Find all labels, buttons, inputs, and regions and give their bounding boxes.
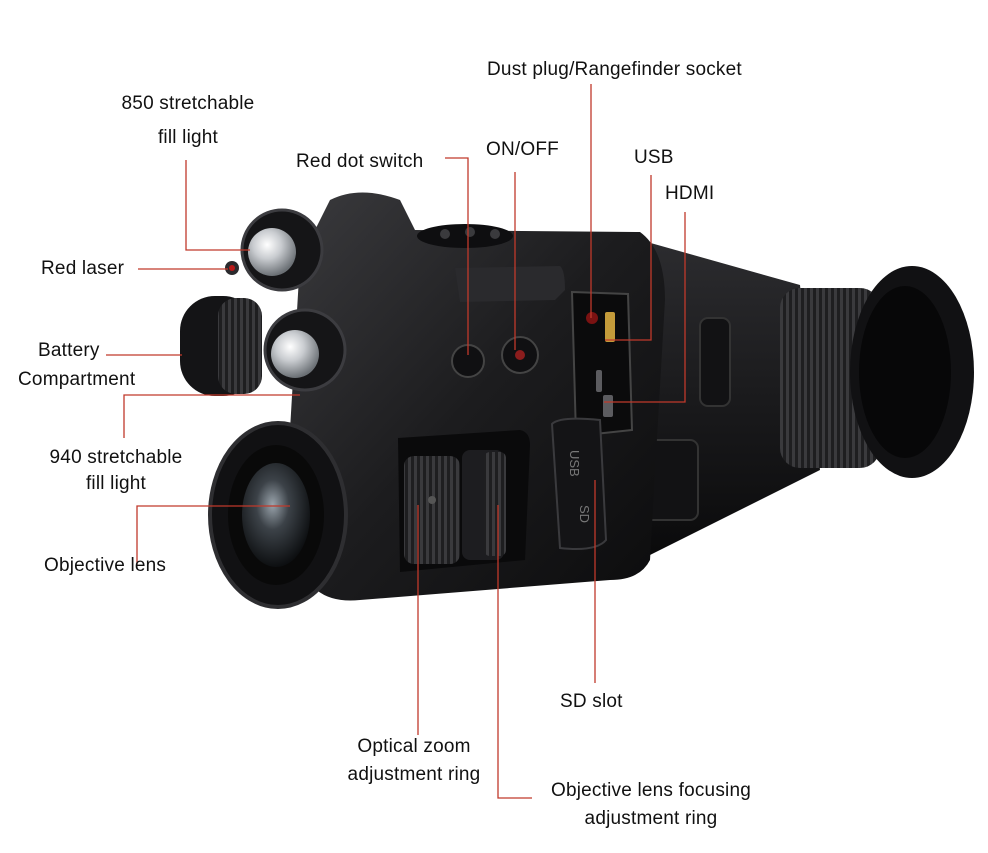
label-on-off: ON/OFF (486, 139, 559, 160)
label-red-dot-switch: Red dot switch (296, 151, 424, 172)
label-objective-lens: Objective lens (44, 555, 167, 576)
flap-sd-text: SD (577, 505, 592, 523)
label-850-fill-light: 850 stretchable fill light (110, 92, 266, 150)
label-hdmi: HDMI (665, 183, 715, 204)
leader-lines (106, 84, 686, 799)
label-usb: USB (634, 147, 674, 168)
label-optical-zoom-line2: adjustment ring (347, 764, 481, 785)
label-dust-plug: Dust plug/Rangefinder socket (487, 59, 742, 80)
label-focusing-line2: adjustment ring (584, 808, 718, 829)
label-battery-compartment: Battery Compartment (18, 339, 135, 392)
flap-usb-text: USB (567, 450, 582, 477)
label-sd-slot: SD slot (560, 691, 623, 712)
label-940-line2: fill light (85, 473, 147, 494)
label-focusing-line1: Objective lens focusing (551, 780, 751, 801)
label-940-fill-light: 940 stretchable fill light (38, 446, 194, 496)
label-optical-zoom-line1: Optical zoom (357, 736, 471, 757)
main-housing: USB SD (290, 192, 665, 601)
label-850-line1: 850 stretchable (121, 93, 255, 114)
label-850-line2: fill light (157, 127, 219, 148)
label-focusing-ring: Objective lens focusing adjustment ring (536, 779, 766, 831)
label-red-laser: Red laser (41, 258, 125, 279)
label-battery-line1: Battery (38, 340, 100, 361)
label-battery-line2: Compartment (18, 369, 136, 390)
label-940-line1: 940 stretchable (49, 447, 183, 468)
label-optical-zoom-ring: Optical zoom adjustment ring (334, 735, 494, 787)
front-optics (180, 208, 348, 609)
